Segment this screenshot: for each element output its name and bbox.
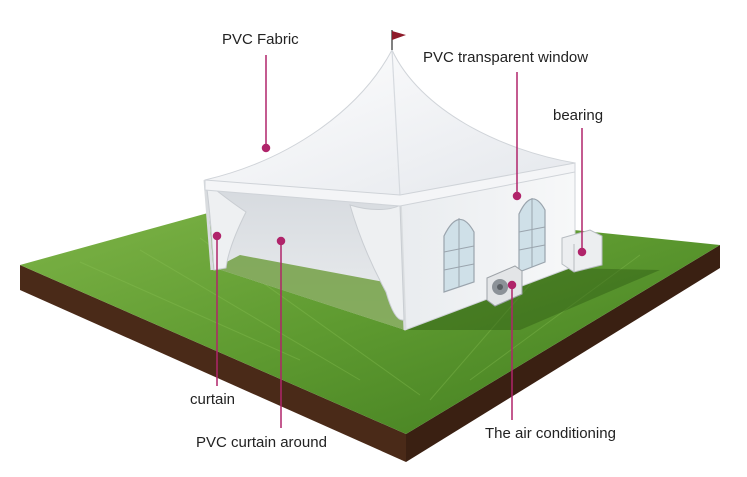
tent-shadow (405, 268, 660, 330)
roof-ridge (391, 49, 401, 197)
curtain-left (205, 180, 247, 271)
label-air-conditioning: The air conditioning (485, 425, 616, 442)
flag (392, 31, 406, 40)
tent-floor (215, 255, 405, 330)
air-conditioner-unit (486, 265, 523, 307)
label-pvc-curtain-around: PVC curtain around (196, 434, 327, 451)
window-left (443, 218, 475, 293)
tent-roof (204, 48, 576, 199)
leader-lines (212, 55, 587, 428)
soil-right-side (406, 245, 720, 462)
label-pvc-fabric: PVC Fabric (222, 31, 299, 48)
curtain-right (349, 204, 405, 321)
soil-left-side (20, 265, 406, 462)
tent-pole-left (203, 179, 214, 271)
label-bearing: bearing (553, 107, 604, 124)
window-right (518, 198, 546, 273)
label-pvc-transparent-window: PVC transparent window (423, 49, 589, 66)
label-curtain: curtain (190, 391, 236, 408)
roof-valance (204, 162, 576, 207)
